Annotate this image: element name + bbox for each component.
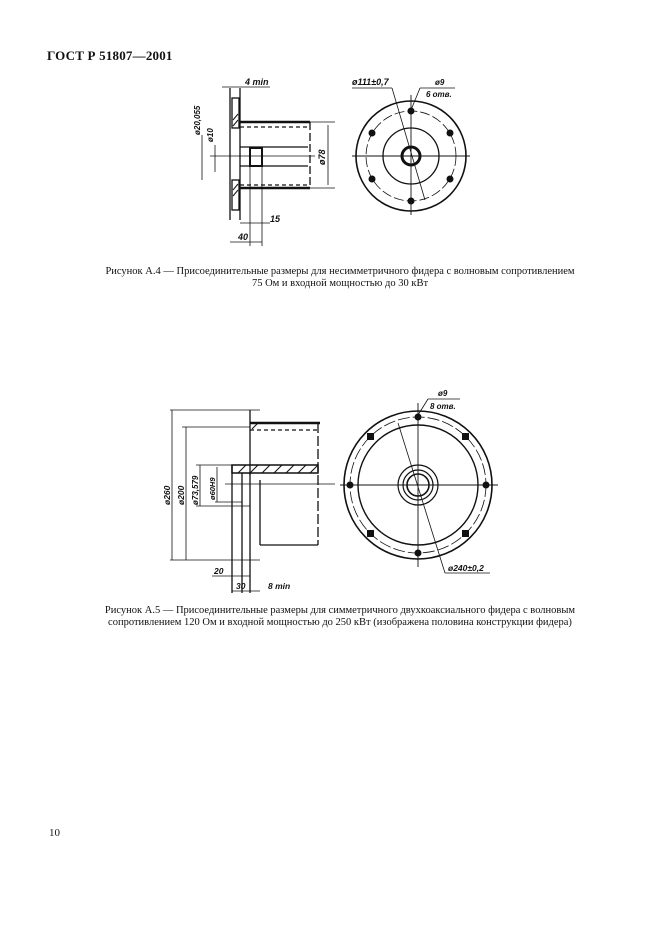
page-number: 10 xyxy=(49,827,60,839)
dim-d111: ø111±0,7 xyxy=(352,77,390,87)
dim-15: 15 xyxy=(270,214,281,224)
caption-line: Рисунок А.5 — Присоединительные размеры … xyxy=(104,605,576,616)
dim-d20055: ø20,055 xyxy=(193,105,202,135)
caption-line: сопротивлением 120 Ом и входной мощность… xyxy=(108,617,572,628)
dim-d260: ø260 xyxy=(162,485,172,505)
figure-a5-caption: Рисунок А.5 — Присоединительные размеры … xyxy=(60,605,620,629)
figure-a5-front-view: ø9 8 отв. ø240±0,2 xyxy=(340,389,498,574)
dim-d73579: ø73,579 xyxy=(191,475,200,505)
hole-count: 8 отв. xyxy=(430,402,456,411)
caption-line: Рисунок А.4 — Присоединительные размеры … xyxy=(105,266,575,277)
dim-4min: 4 min xyxy=(244,77,269,87)
dim-30: 30 xyxy=(236,581,246,591)
figure-a5-side-view: ø260 ø200 ø73,579 ø60H9 20 30 8 min xyxy=(162,409,335,593)
hole-diameter: ø9 xyxy=(435,78,445,87)
dim-d200: ø200 xyxy=(176,485,186,505)
figure-a4-front-view: ø111±0,7 ø9 6 отв. xyxy=(352,77,470,215)
document-header: ГОСТ Р 51807—2001 xyxy=(47,48,173,63)
figure-a4-caption: Рисунок А.4 — Присоединительные размеры … xyxy=(60,266,620,290)
dim-20: 20 xyxy=(213,566,224,576)
dim-40: 40 xyxy=(237,232,248,242)
hole-diameter: ø9 xyxy=(438,389,448,398)
dim-8min: 8 min xyxy=(268,581,290,591)
figure-a4-side-view: 4 min ø20,055 ø10 ø78 15 40 xyxy=(193,77,335,246)
dim-d78: ø78 xyxy=(317,149,327,165)
dim-d240: ø240±0,2 xyxy=(448,563,484,573)
hole-count: 6 отв. xyxy=(426,90,452,99)
dim-d10: ø10 xyxy=(206,128,215,142)
caption-line: 75 Ом и входной мощностью до 30 кВт xyxy=(251,278,429,289)
dim-d60: ø60H9 xyxy=(208,477,217,500)
